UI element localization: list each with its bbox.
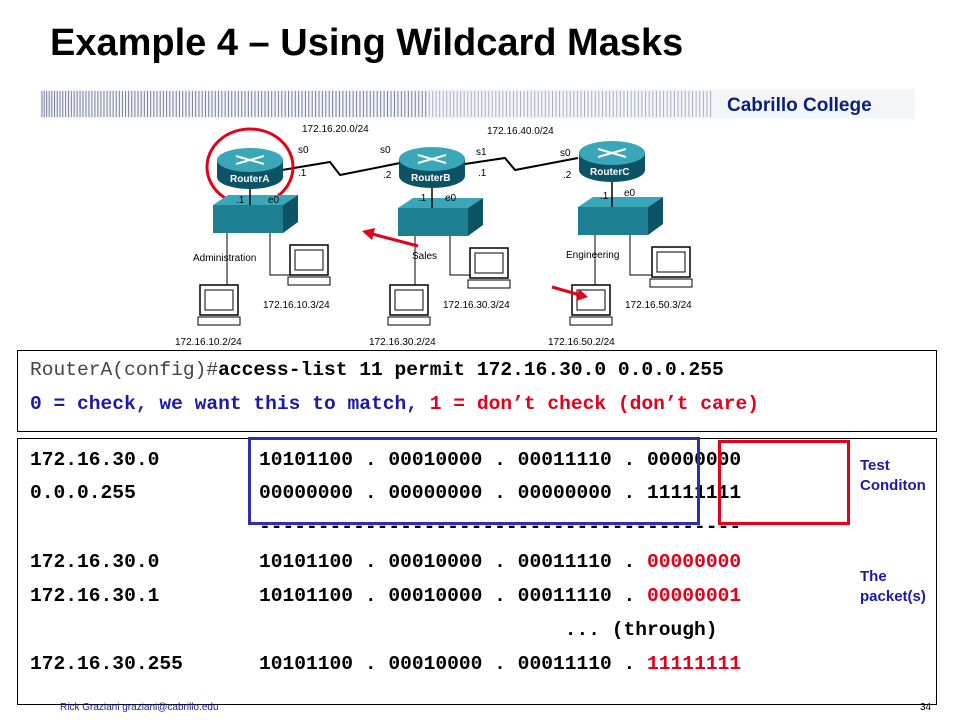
network-label: 172.16.20.0/24: [302, 124, 369, 135]
row-label: 172.16.30.0: [30, 551, 160, 573]
switch-sales-icon: [398, 198, 483, 236]
test-octet-highlight: [718, 440, 850, 525]
pc-icon: [287, 244, 331, 286]
annotation-line: Test: [860, 457, 890, 474]
interface-label: e0: [268, 195, 280, 206]
router-a-icon: RouterA: [217, 148, 283, 189]
host-label: 172.16.50.3/24: [625, 300, 692, 311]
table-row: 172.16.30.255 10101100 . 00010000 . 00011…: [30, 653, 741, 675]
serial-link-ab: [281, 160, 401, 177]
interface-label: e0: [624, 188, 636, 199]
annotation-line: Conditon: [860, 477, 926, 494]
page-number: 34: [920, 702, 932, 713]
row-bits: 10101100 . 00010000 . 00011110 .: [259, 449, 648, 471]
interface-label: .1: [236, 195, 245, 206]
legend-line: 0 = check, we want this to match, 1 = do…: [30, 393, 759, 415]
table-row: ... (through): [30, 619, 718, 641]
college-logo-text: Cabrillo College: [727, 95, 872, 116]
row-last-octet: 11111111: [647, 653, 742, 675]
wildcard-table: 172.16.30.0 10101100 . 00010000 . 0001111…: [17, 438, 937, 705]
header-stripe: [40, 89, 915, 119]
router-a-label: RouterA: [230, 174, 269, 185]
table-row: ----------------------------------------…: [30, 516, 741, 538]
legend-dont-care: 1 = don’t check (don’t care): [429, 393, 760, 415]
host-label: 172.16.50.2/24: [548, 337, 615, 348]
lan-label: Administration: [193, 253, 256, 264]
matched-octets-highlight: [248, 437, 700, 525]
table-row: 172.16.30.0 10101100 . 00010000 . 0001111…: [30, 551, 741, 573]
router-c-icon: RouterC: [579, 141, 645, 182]
interface-label: .1: [600, 191, 609, 202]
interface-label: e0: [445, 193, 457, 204]
row-label: 172.16.30.1: [30, 585, 160, 607]
command-text: access-list 11 permit 172.16.30.0 0.0.0.…: [218, 359, 724, 381]
pc-icon: [197, 284, 241, 326]
command-prompt: RouterA(config)#: [30, 359, 219, 381]
table-row: 0.0.0.255 00000000 . 00000000 . 00000000 …: [30, 482, 741, 504]
legend-check: 0 = check, we want this to match,: [30, 393, 430, 415]
row-last-octet: 00000000: [647, 551, 742, 573]
row-bits: 00000000 . 00000000 . 00000000 .: [259, 482, 648, 504]
pc-icon: [387, 284, 431, 326]
pc-icon: [569, 284, 613, 326]
pc-icon: [649, 246, 693, 288]
switch-engineering-icon: [578, 197, 663, 235]
row-last-octet: 00000000: [647, 449, 742, 471]
row-last-octet: 00000001: [647, 585, 742, 607]
lan-label: Sales: [412, 251, 437, 262]
interface-label: .1: [418, 193, 427, 204]
lan-label: Engineering: [566, 250, 619, 261]
host-label: 172.16.30.3/24: [443, 300, 510, 311]
row-label: 172.16.30.255: [30, 653, 183, 675]
table-row: 172.16.30.0 10101100 . 00010000 . 0001111…: [30, 449, 741, 471]
packet-flow-arrow: [551, 285, 588, 301]
router-c-label: RouterC: [590, 167, 629, 178]
interface-label: .2: [563, 170, 572, 181]
row-bits: 10101100 . 00010000 . 00011110 .: [259, 653, 648, 675]
packets-annotation: The packet(s): [860, 567, 926, 607]
row-label: 0.0.0.255: [30, 482, 136, 504]
table-row: 172.16.30.1 10101100 . 00010000 . 0001111…: [30, 585, 741, 607]
host-label: 172.16.30.2/24: [369, 337, 436, 348]
interface-label: .1: [298, 168, 307, 179]
annotation-line: packet(s): [860, 588, 926, 605]
row-bits: 10101100 . 00010000 . 00011110 .: [259, 551, 648, 573]
row-last-octet: 11111111: [647, 482, 742, 504]
test-condition-annotation: Test Conditon: [860, 456, 926, 496]
switch-administration-icon: [213, 195, 298, 233]
annotation-line: The: [860, 568, 887, 585]
pc-icon: [467, 247, 511, 289]
host-label: 172.16.10.3/24: [263, 300, 330, 311]
row-bits: 10101100 . 00010000 . 00011110 .: [259, 585, 648, 607]
router-b-icon: RouterB: [399, 147, 465, 188]
network-topology-diagram: RouterA RouterB RouterC: [175, 124, 693, 348]
interface-label: s0: [560, 148, 571, 159]
interface-label: s1: [476, 147, 487, 158]
interface-label: .2: [383, 170, 392, 181]
network-label: 172.16.40.0/24: [487, 126, 554, 137]
router-b-label: RouterB: [411, 173, 450, 184]
interface-label: s0: [298, 145, 309, 156]
serial-link-bc: [457, 156, 579, 172]
row-label: 172.16.30.0: [30, 449, 160, 471]
interface-label: .1: [478, 168, 487, 179]
command-box: RouterA(config)#access-list 11 permit 17…: [17, 350, 937, 432]
packet-flow-arrow: [362, 228, 419, 248]
interface-label: s0: [380, 145, 391, 156]
slide-title: Example 4 – Using Wildcard Masks: [50, 22, 684, 64]
row-bits: ... (through): [259, 619, 718, 641]
footer-author: Rick Graziani graziani@cabrillo.edu: [60, 702, 219, 713]
command-line: RouterA(config)#access-list 11 permit 17…: [30, 359, 724, 381]
row-bits: ----------------------------------------…: [259, 516, 742, 538]
host-label: 172.16.10.2/24: [175, 337, 242, 348]
